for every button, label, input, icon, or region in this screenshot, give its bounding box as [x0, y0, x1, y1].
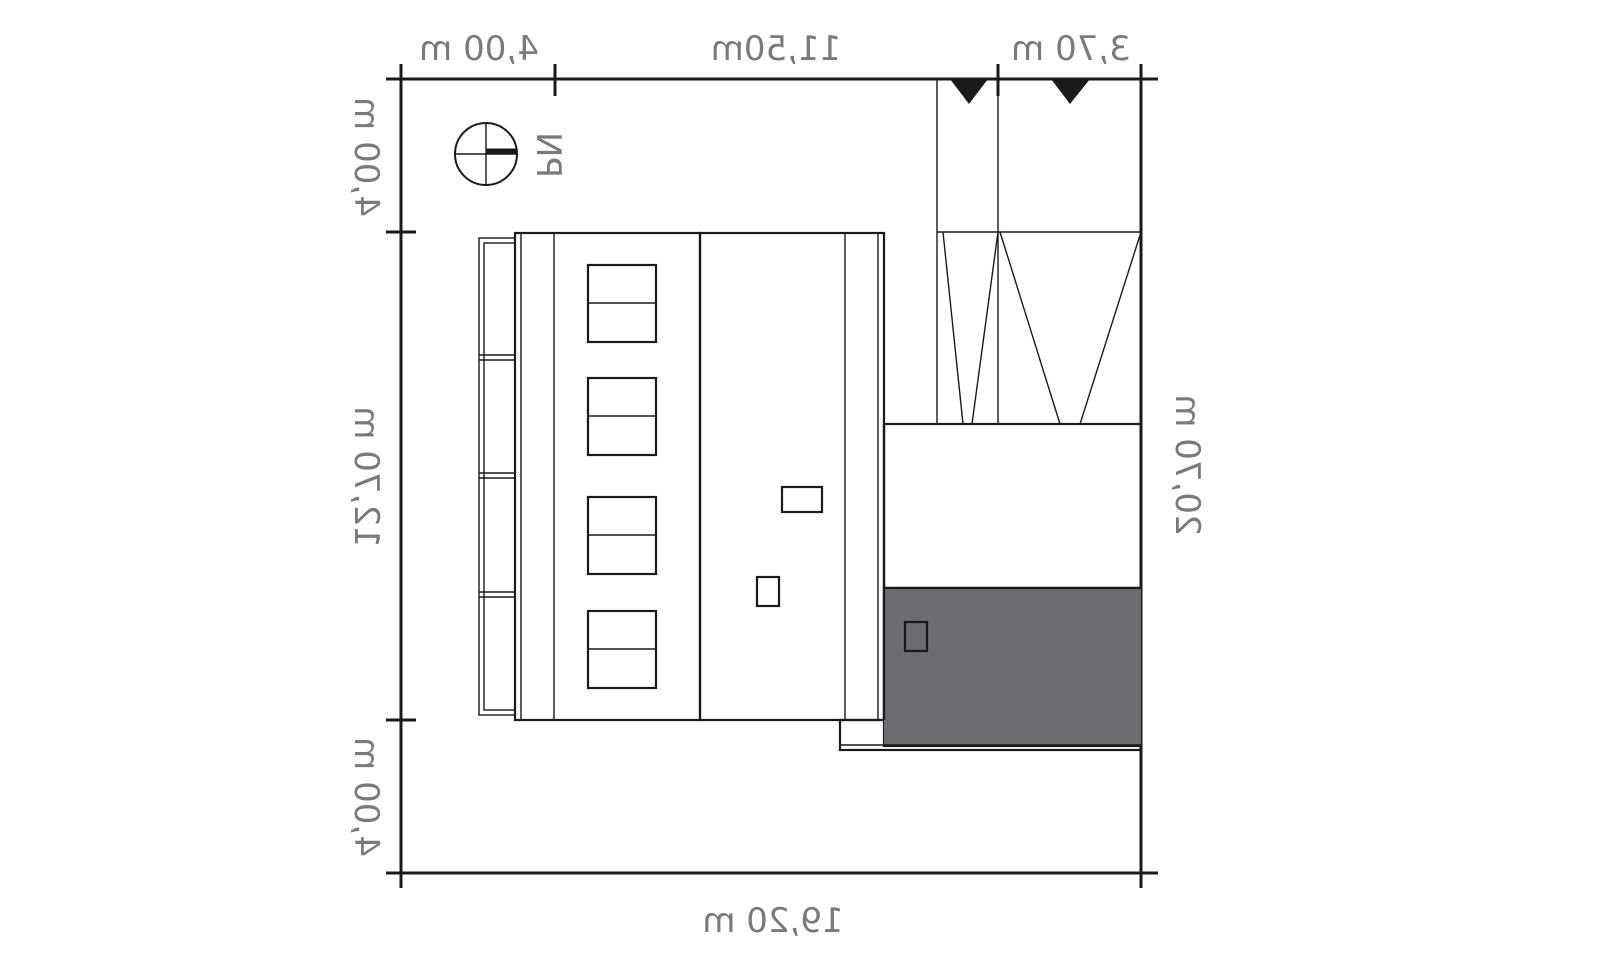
dim-left-top: 4,00 m — [346, 97, 386, 217]
north-arrow-icon — [454, 122, 518, 186]
balcony — [478, 237, 516, 716]
north-label: PN — [528, 132, 568, 178]
dim-top-right: 3,70 m — [1011, 29, 1131, 69]
dim-left-middle: 12,70 m — [346, 406, 386, 547]
driveway — [936, 79, 1142, 425]
garage-roof — [838, 422, 1143, 752]
skylight — [755, 575, 781, 608]
dim-bottom-total: 19,20 m — [702, 901, 843, 941]
main-house-roof — [513, 231, 886, 722]
entrance-arrow-icon — [950, 79, 988, 104]
dimension-labels: 4,00 m 11,50m 3,70 m 19,20 m 4,00 m 12,7… — [346, 29, 1207, 941]
site-plan-drawing — [386, 64, 1158, 888]
dim-top-middle: 11,50m — [711, 29, 841, 69]
entrance-arrow-icon — [1051, 79, 1090, 104]
dim-left-bottom: 4,00 m — [346, 737, 386, 857]
dim-top-left: 4,00 m — [419, 29, 539, 69]
dim-right-total: 20,70 m — [1167, 394, 1207, 535]
skylight — [903, 620, 929, 653]
roof-windows — [586, 263, 658, 690]
skylight — [780, 485, 824, 514]
